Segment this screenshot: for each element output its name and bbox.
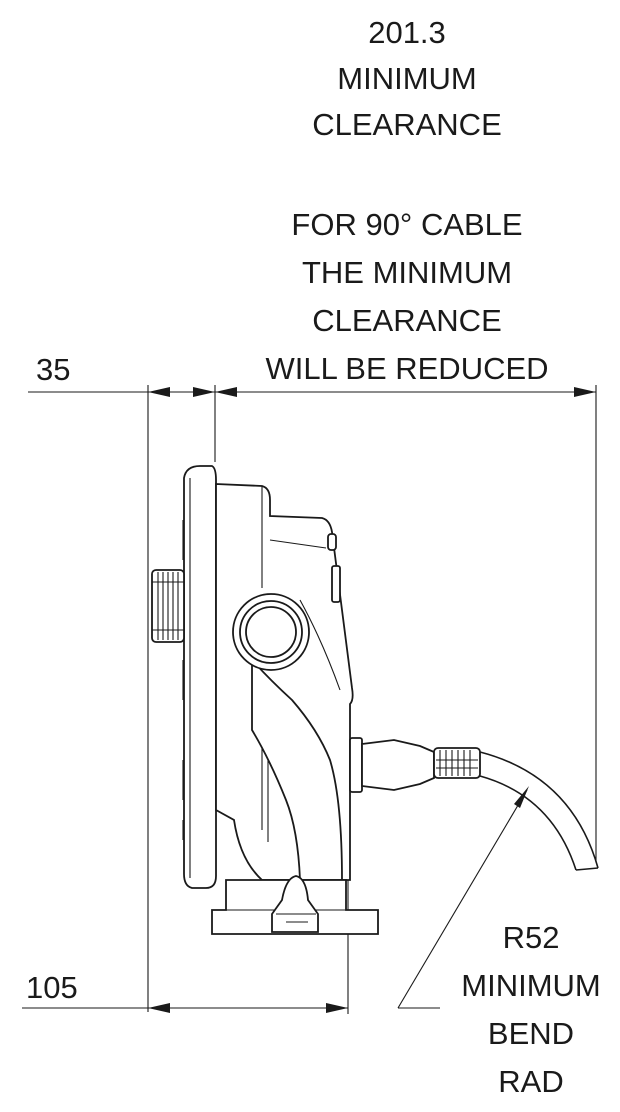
bend-value-label: R52: [502, 920, 560, 955]
base-screw: [271, 875, 319, 933]
arrow-head: [193, 387, 215, 397]
clearance-label-line1: MINIMUM: [337, 61, 477, 96]
pivot-knob: [232, 593, 310, 671]
bottom-dimension-lines: [22, 880, 349, 1014]
arrow-head: [574, 387, 596, 397]
bend-label-line2: BEND: [487, 1016, 575, 1051]
clearance-value-label: 201.3: [368, 15, 446, 50]
cable: [479, 751, 599, 869]
top-depth-label: 35: [36, 352, 71, 387]
arrow-head: [148, 1003, 170, 1013]
arrow-head: [215, 387, 237, 397]
arrow-head: [148, 387, 170, 397]
note-line4: WILL BE REDUCED: [265, 351, 549, 386]
front-bezel: [183, 465, 217, 889]
cable-connector: [349, 737, 481, 793]
note-line1: FOR 90° CABLE: [291, 207, 523, 242]
clearance-label-line2: CLEARANCE: [312, 107, 502, 142]
rotary-knob: [151, 569, 185, 643]
mounting-arm: [251, 657, 343, 881]
device-body: [151, 465, 599, 935]
rear-button: [327, 533, 337, 551]
arrow-head: [514, 786, 529, 808]
bend-label-line1: MINIMUM: [461, 968, 601, 1003]
note-line2: THE MINIMUM: [301, 255, 513, 290]
top-dimension-lines: [28, 385, 597, 1012]
bend-label-line3: RAD: [498, 1064, 564, 1099]
rear-latch: [331, 565, 341, 603]
note-line3: CLEARANCE: [312, 303, 502, 338]
bend-radius-leader: [397, 786, 529, 1009]
base-depth-label: 105: [26, 970, 78, 1005]
arrow-head: [326, 1003, 348, 1013]
